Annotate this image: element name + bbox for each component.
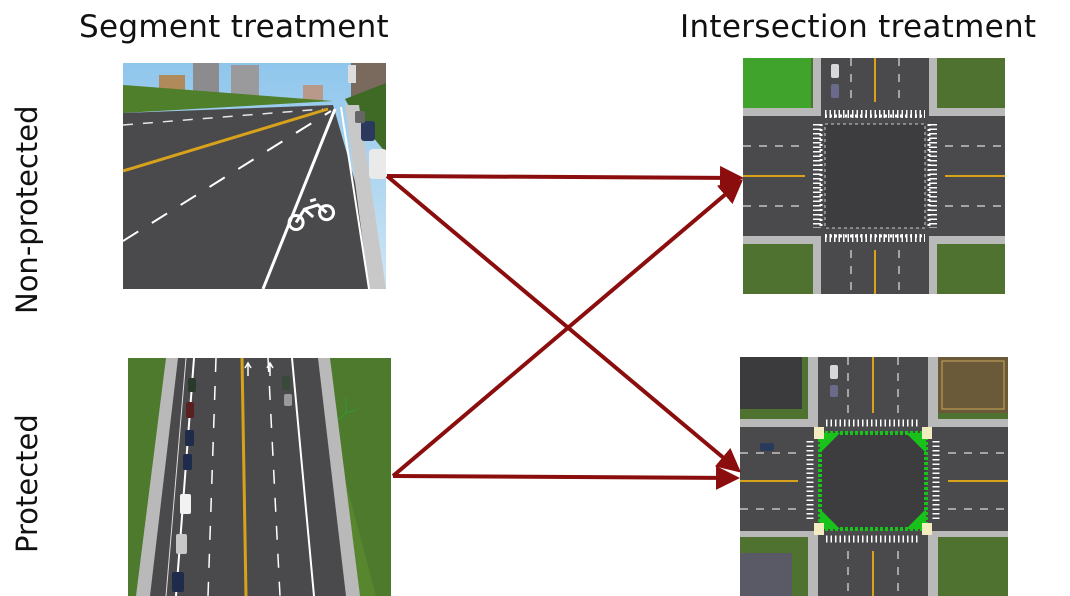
bike-lane-symbol (287, 197, 336, 232)
non-protected-row-label: Non-protected (10, 105, 44, 315)
intersection-treatment-heading: Intersection treatment (680, 9, 1037, 45)
segment-protected-image (128, 358, 391, 596)
intersection-protected-image (740, 357, 1008, 596)
arrow-segment-protected-to-intersection-nonprotected (391, 179, 744, 478)
intersection-non-protected-image (743, 58, 1005, 294)
segment-treatment-heading: Segment treatment (79, 9, 389, 45)
arrow-segment-protected-to-intersection-protected (392, 465, 740, 490)
segment-non-protected-image (123, 63, 386, 289)
arrow-segment-nonprotected-to-intersection-nonprotected (386, 165, 744, 190)
protected-row-label: Protected (10, 414, 44, 553)
arrow-segment-nonprotected-to-intersection-protected (385, 174, 742, 473)
